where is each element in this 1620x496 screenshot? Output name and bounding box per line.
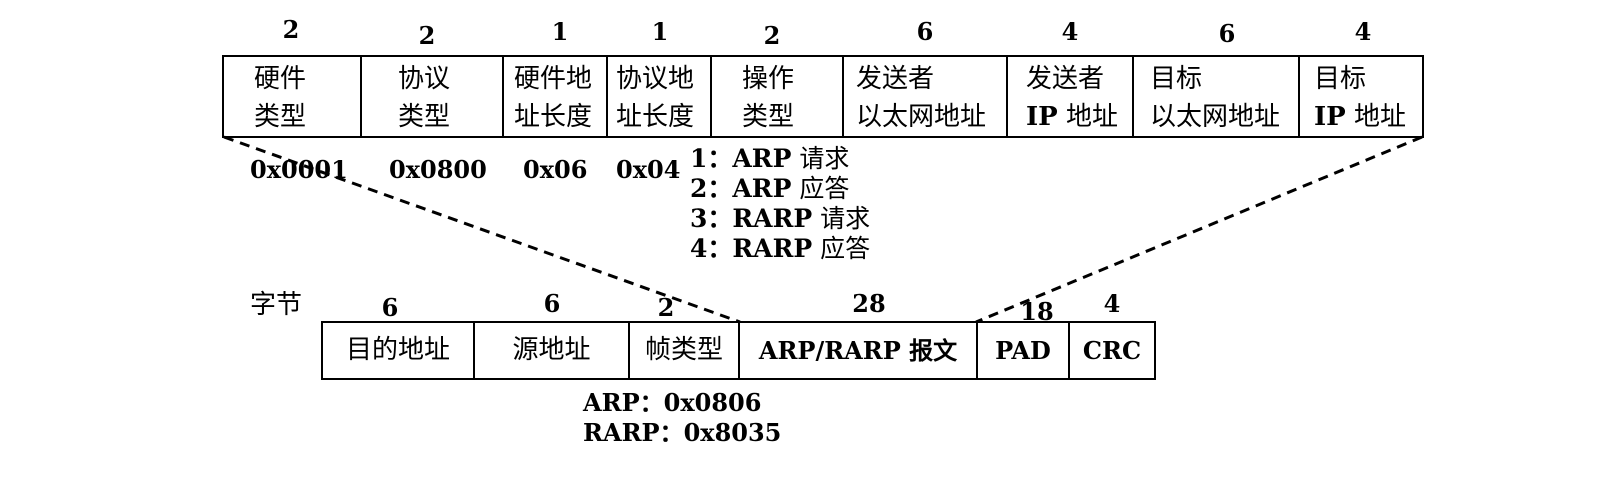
arp-field-hw-len: 硬件地 址长度: [502, 55, 608, 138]
frame-field-dest: 目的地址: [321, 321, 475, 380]
arp-size-hw-type: 2: [282, 15, 300, 44]
op-type-item: 3：RARP 请求: [690, 204, 870, 234]
op-text: 应答: [791, 174, 850, 203]
arp-field-target-ip: 目标 IP 地址: [1298, 55, 1424, 138]
frame-size-arp: 28: [852, 289, 886, 318]
ip-prefix: IP: [1026, 102, 1058, 132]
arp-field-op: 操作 类型: [710, 55, 844, 138]
frame-type-values: ARP：0x0806 RARP：0x8035: [583, 388, 781, 448]
frame-size-dest: 6: [381, 293, 399, 322]
op-type-list: 1：ARP 请求 2：ARP 应答 3：RARP 请求 4：RARP 应答: [690, 144, 870, 264]
value-proto-len: 0x04: [616, 155, 681, 184]
arp-size-sender-eth: 6: [916, 17, 934, 46]
field-line1: 硬件: [254, 64, 307, 94]
value-proto-type: 0x0800: [389, 155, 487, 184]
arp-size-target-eth: 6: [1218, 19, 1236, 48]
frame-type-label: RARP：: [583, 418, 684, 447]
arp-field-sender-ip: 发送者 IP 地址: [1006, 55, 1134, 138]
field-line2: 以太网地址: [856, 102, 987, 132]
ip-prefix: IP: [1314, 102, 1346, 132]
op-text: 请求: [791, 144, 850, 173]
frame-type-value: 0x8035: [683, 418, 782, 447]
op-code: ARP: [732, 144, 792, 173]
op-type-item: 1：ARP 请求: [690, 144, 870, 174]
op-code: ARP: [732, 174, 792, 203]
arp-field-hw-type: 硬件 类型: [222, 55, 362, 138]
frame-field-src: 源地址: [473, 321, 630, 380]
expansion-line-right: [975, 135, 1423, 324]
arp-field-sender-eth: 发送者 以太网地址: [842, 55, 1008, 138]
frame-field-type: 帧类型: [628, 321, 740, 380]
frame-field-pad: PAD: [976, 321, 1070, 380]
field-line1: 硬件地: [514, 64, 593, 94]
frame-size-crc: 4: [1103, 289, 1121, 318]
op-code: RARP: [732, 204, 813, 233]
field-line1: 目标: [1314, 64, 1367, 94]
frame-type-label: ARP：: [583, 388, 664, 417]
arp-size-proto-type: 2: [418, 21, 436, 50]
arp-field-target-eth: 目标 以太网地址: [1132, 55, 1300, 138]
field-line2: 类型: [742, 102, 795, 132]
field-line1: 协议: [398, 64, 451, 94]
op-num: 1：: [690, 144, 733, 173]
op-num: 2：: [690, 174, 733, 203]
field-line2: 以太网地址: [1150, 102, 1281, 132]
arp-field-proto-type: 协议 类型: [360, 55, 504, 138]
field-line1: 协议地: [616, 64, 695, 94]
field-line2: 类型: [398, 102, 451, 132]
field-line2-text: 地址: [1057, 102, 1118, 132]
value-hw-type: 0x0001: [250, 155, 348, 184]
expansion-line-left: [223, 135, 741, 324]
arp-size-op: 2: [763, 21, 781, 50]
op-code: RARP: [732, 234, 813, 263]
field-line1: 目标: [1150, 64, 1203, 94]
op-text: 请求: [812, 204, 871, 233]
arp-size-sender-ip: 4: [1061, 17, 1079, 46]
arp-size-hw-len: 1: [551, 17, 569, 46]
op-num: 4：: [690, 234, 733, 263]
field-line2-text: 地址: [1345, 102, 1406, 132]
frame-size-src: 6: [543, 289, 561, 318]
op-num: 3：: [690, 204, 733, 233]
frame-type-rarp: RARP：0x8035: [583, 418, 781, 448]
value-hw-len: 0x06: [523, 155, 588, 184]
op-type-item: 2：ARP 应答: [690, 174, 870, 204]
frame-type-arp: ARP：0x0806: [583, 388, 781, 418]
arp-size-proto-len: 1: [651, 17, 669, 46]
field-line1: 操作: [742, 64, 795, 94]
frame-size-type: 2: [657, 293, 675, 322]
arp-size-target-ip: 4: [1354, 17, 1372, 46]
field-line1: 发送者: [1026, 64, 1105, 94]
frame-field-crc: CRC: [1068, 321, 1156, 380]
frame-field-arp-rarp: ARP/RARP 报文: [738, 321, 978, 380]
arp-field-proto-len: 协议地 址长度: [606, 55, 712, 138]
op-text: 应答: [812, 234, 871, 263]
frame-size-pad: 18: [1020, 297, 1054, 326]
field-line2: 类型: [254, 102, 307, 132]
field-line2: IP 地址: [1026, 98, 1132, 136]
field-line1: 发送者: [856, 64, 935, 94]
field-line2: IP 地址: [1314, 98, 1422, 136]
field-line2: 址长度: [514, 102, 593, 132]
byte-label: 字节: [250, 290, 303, 320]
field-line2: 址长度: [616, 102, 695, 132]
op-type-item: 4：RARP 应答: [690, 234, 870, 264]
frame-type-value: 0x0806: [663, 388, 762, 417]
